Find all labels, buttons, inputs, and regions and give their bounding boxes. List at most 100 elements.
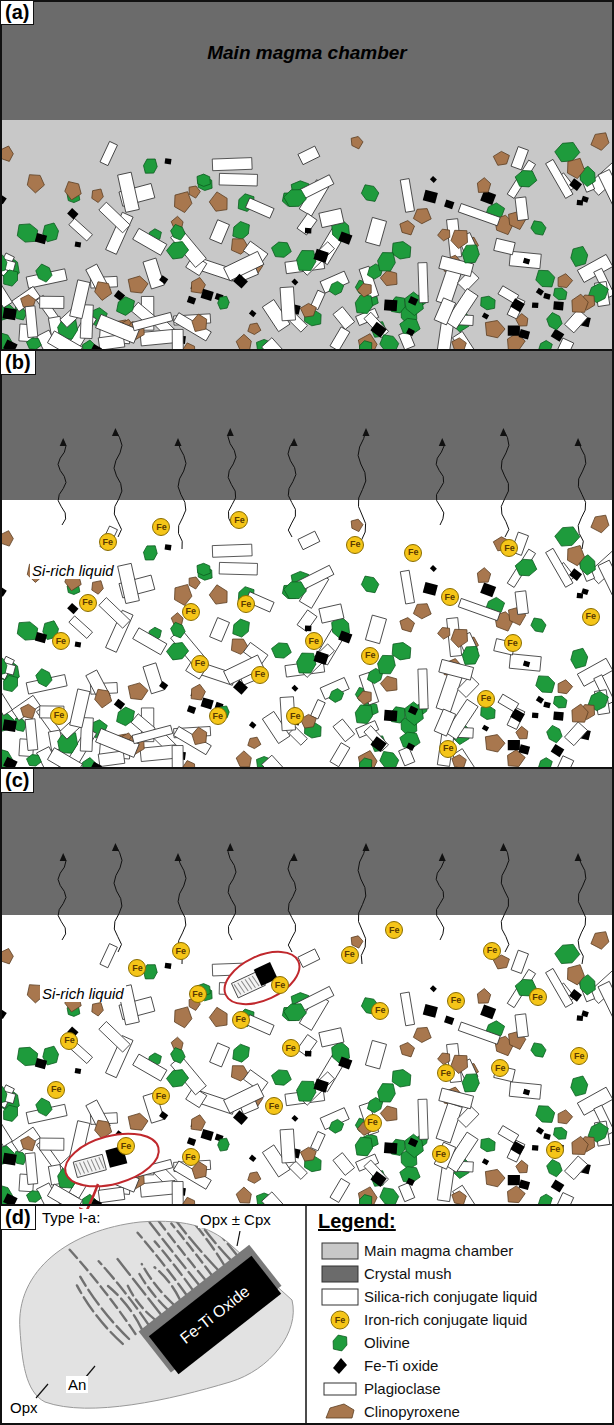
oxide-crystal	[408, 296, 418, 306]
oxide-crystal	[159, 681, 168, 690]
plagioclase-crystal	[47, 331, 82, 350]
olivine-crystal	[378, 1084, 396, 1102]
plagioclase-crystal	[212, 158, 252, 171]
plagioclase-crystal	[212, 544, 252, 557]
plagioclase-crystal	[219, 173, 257, 186]
plagioclase-crystal	[280, 1129, 295, 1163]
legend-swatch	[322, 1289, 358, 1305]
escape-arrow	[58, 440, 66, 525]
liquid-label: Si-rich liquid	[40, 985, 126, 1002]
mineral-label: An	[66, 1376, 88, 1393]
iron-liquid-droplet: Fe	[182, 603, 200, 621]
olivine-crystal	[329, 1119, 344, 1133]
clinopyroxene-crystal	[300, 303, 316, 317]
oxide-crystal	[3, 340, 18, 350]
oxide-crystal	[510, 708, 525, 722]
olivine-crystal	[378, 655, 396, 673]
clinopyroxene-crystal	[21, 1136, 36, 1150]
fe-symbol: Fe	[481, 694, 492, 703]
plagioclase-crystal	[333, 307, 355, 330]
plagioclase-crystal	[436, 1103, 462, 1143]
olivine-crystal	[462, 646, 479, 664]
plagioclase-crystal	[330, 327, 350, 350]
iron-liquid-droplet: Fe	[305, 632, 323, 650]
oxide-crystal	[523, 661, 530, 668]
fe-symbol: Fe	[255, 670, 266, 679]
panel-label: (a)	[0, 0, 34, 25]
panel-label: (b)	[0, 350, 36, 375]
iron-liquid-droplet: Fe	[364, 1114, 382, 1132]
plagioclase-crystal	[554, 756, 574, 768]
clinopyroxene-crystal	[248, 323, 261, 334]
clinopyroxene-crystal	[380, 676, 397, 691]
clinopyroxene-crystal	[516, 1160, 528, 1173]
arrow-head	[227, 843, 234, 851]
clinopyroxene-crystal	[358, 751, 377, 768]
clinopyroxene-crystal	[95, 689, 112, 708]
oxide-crystal	[423, 1004, 438, 1018]
olivine-crystal	[515, 171, 537, 187]
oxide-crystal	[536, 1127, 544, 1135]
lower-zone	[0, 120, 614, 350]
olivine-crystal	[167, 242, 189, 259]
oxide-crystal	[430, 176, 437, 183]
plagioclase-crystal	[40, 296, 64, 308]
fe-symbol: Fe	[121, 1142, 132, 1151]
arrow-head	[175, 853, 182, 861]
oxide-crystal	[519, 744, 530, 754]
plagioclase-crystal	[297, 610, 317, 632]
lower-zone	[0, 500, 614, 768]
clinopyroxene-crystal	[209, 1007, 227, 1026]
plagioclase-crystal	[100, 141, 117, 165]
plagioclase-crystal	[365, 217, 386, 246]
fe-symbol: Fe	[241, 600, 252, 609]
escape-arrow	[501, 430, 509, 537]
plagioclase-crystal	[598, 169, 614, 210]
oxide-crystal	[313, 249, 328, 263]
oxide-crystal	[430, 985, 437, 992]
olivine-crystal	[36, 669, 52, 687]
olivine-crystal	[361, 576, 378, 593]
olivine-crystal	[355, 295, 372, 314]
oxide-crystal	[444, 200, 454, 210]
olivine-crystal	[547, 1160, 562, 1177]
fe-symbol: Fe	[285, 1044, 296, 1053]
oxide-crystal	[423, 190, 438, 204]
iron-liquid-droplet: Fe	[437, 1064, 455, 1082]
olivine-crystal	[27, 338, 42, 349]
plagioclase-crystal	[133, 1054, 167, 1081]
legend-text: Iron-rich conjugate liquid	[364, 1311, 527, 1328]
plagioclase-crystal	[12, 1127, 41, 1152]
oxide-crystal	[305, 1051, 312, 1057]
legend-text: Crystal mush	[364, 1265, 452, 1282]
fe-symbol: Fe	[443, 744, 454, 753]
oxide-crystal	[508, 1175, 520, 1185]
plagioclase-crystal	[219, 562, 257, 575]
olivine-crystal	[359, 758, 371, 768]
plagioclase-crystal	[507, 707, 525, 729]
iron-liquid-droplet: Fe	[546, 1141, 564, 1159]
iron-liquid-droplet: Fe	[529, 988, 547, 1006]
oxide-crystal	[553, 301, 564, 310]
plagioclase-crystal	[96, 314, 140, 343]
clinopyroxene-crystal	[192, 314, 207, 331]
oxide-crystal	[159, 1111, 168, 1120]
olivine-crystal	[380, 335, 399, 350]
plagioclase-crystal	[69, 218, 93, 241]
panel-fill	[0, 768, 614, 1205]
oxide-crystal	[532, 1145, 539, 1151]
olivine-crystal	[554, 696, 567, 708]
red-ellipse	[59, 1124, 164, 1195]
oxide-grain	[149, 1256, 281, 1375]
clinopyroxene-crystal	[351, 137, 363, 149]
plagioclase-crystal	[418, 669, 428, 709]
plagioclase-crystal	[319, 208, 344, 227]
fe-symbol: Fe	[185, 607, 196, 616]
clinopyroxene-crystal	[568, 965, 585, 985]
plagioclase-crystal	[118, 563, 140, 603]
clinopyroxene-crystal	[438, 1053, 450, 1065]
oxide-crystal	[523, 1089, 530, 1096]
clinopyroxene-crystal	[413, 1027, 431, 1042]
plagioclase-crystal	[458, 204, 500, 226]
arrow-head	[575, 438, 582, 446]
